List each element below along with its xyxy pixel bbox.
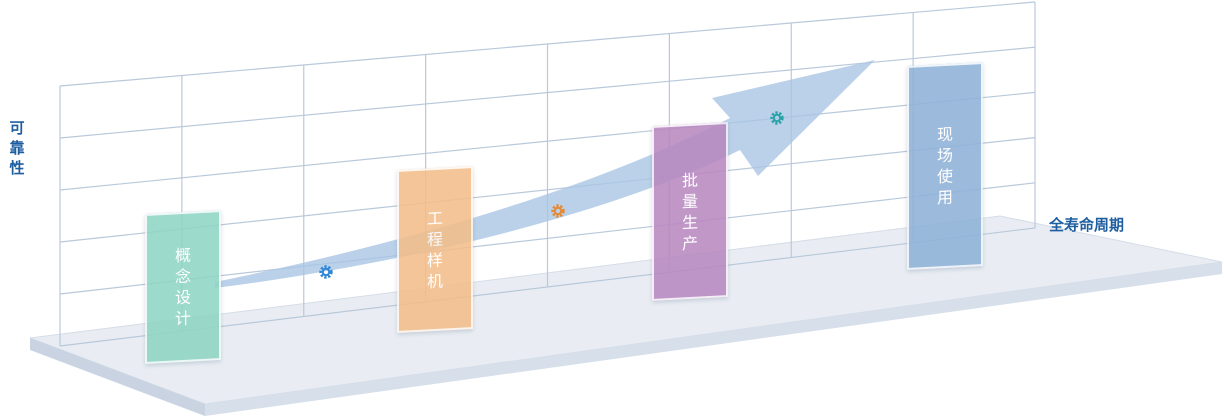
stage-label: 概念设计 xyxy=(174,245,191,329)
stage-label: 工程样机 xyxy=(426,208,443,291)
gear-icon xyxy=(551,204,565,218)
stage-card-engineering-prototype: 工程样机 xyxy=(397,166,473,333)
grid-line xyxy=(59,137,1036,243)
stage-card-field-use: 现场使用 xyxy=(907,62,983,270)
grid-lines xyxy=(59,1,1036,347)
grid-line xyxy=(59,1,1036,87)
stage-card-mass-production: 批量生产 xyxy=(652,122,728,301)
grid-line xyxy=(59,227,1036,347)
growth-arrow xyxy=(215,60,875,288)
stage-label: 批量生产 xyxy=(681,170,698,253)
stage-label: 现场使用 xyxy=(936,124,953,208)
floor-right xyxy=(205,262,1222,416)
stage-card-concept-design: 概念设计 xyxy=(145,210,221,364)
y-axis-label: 可靠性 xyxy=(9,119,25,177)
floor-front xyxy=(30,338,205,416)
grid-line xyxy=(59,182,1036,295)
x-axis-label: 全寿命周期 xyxy=(1049,216,1125,234)
grid-line xyxy=(59,91,1036,191)
gear-icon xyxy=(770,111,784,125)
gear-icon xyxy=(319,265,333,279)
